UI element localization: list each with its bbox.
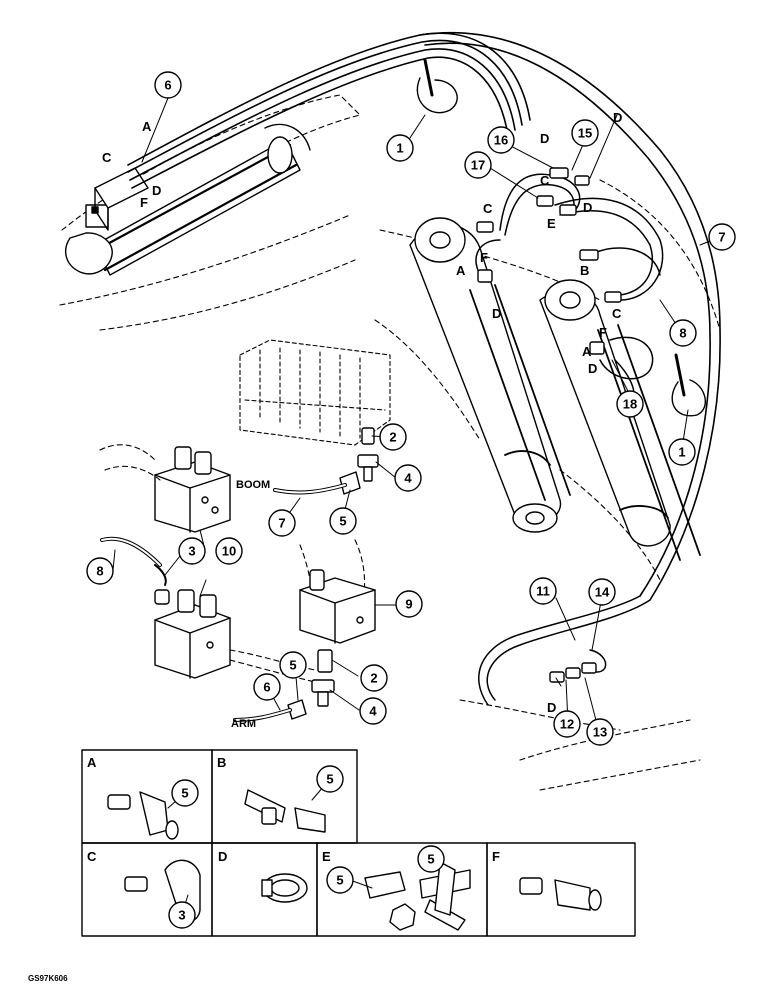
port-letter-a-cluster-1: A	[456, 263, 466, 278]
detail-a-fittings	[107, 791, 179, 840]
boom-cylinders	[409, 217, 701, 561]
detail-f-fittings	[519, 877, 602, 911]
callout-6-arm-cylinder: 6	[164, 78, 171, 93]
callout-17: 17	[471, 158, 485, 173]
leader-lines	[112, 97, 721, 915]
callout-5-detail-a: 5	[181, 786, 188, 801]
callout-3-detail-c: 3	[178, 908, 185, 923]
port-letter-d-arm: D	[152, 183, 161, 198]
panel-letter-c: C	[87, 849, 97, 864]
boom-tee-fittings	[339, 427, 379, 495]
hose-clamp-top	[416, 58, 458, 114]
arm-cylinder	[64, 123, 311, 276]
port-letter-c-cluster-2: C	[483, 201, 493, 216]
port-letter-c-cluster-3: C	[612, 306, 622, 321]
callout-18: 18	[623, 397, 637, 412]
port-letter-e-cluster: E	[547, 216, 556, 231]
callout-2-lower: 2	[370, 671, 377, 686]
cylinder-hoses	[475, 173, 664, 406]
port-letter-c-cluster-1: C	[540, 173, 550, 188]
panel-letter-e: E	[322, 849, 331, 864]
boom-hoses	[127, 31, 721, 601]
callout-5-lower: 5	[289, 658, 296, 673]
valve-9	[299, 569, 376, 644]
port-letter-a-cluster-2: A	[582, 344, 592, 359]
port-letter-d-lower: D	[547, 700, 556, 715]
port-letters: A C D F D D C D E C A F D B C F A D D	[102, 110, 622, 715]
callout-12: 12	[560, 717, 574, 732]
solenoid-valve-upper	[154, 446, 231, 533]
callout-numbers: 6 1 16 15 17 7 8 18 1 2 4 5 7 10 3 8 9 2…	[96, 78, 725, 923]
detail-b-fittings	[244, 789, 326, 833]
arm-tee-fittings	[287, 649, 335, 720]
port-letter-f-arm: F	[140, 195, 148, 210]
callout-2-upper: 2	[389, 430, 396, 445]
lower-fittings	[549, 662, 597, 683]
detail-panels-frame	[81, 749, 636, 937]
port-letter-d-cluster-5: D	[588, 361, 597, 376]
panel-letter-b: B	[217, 755, 226, 770]
port-letter-d-cluster-2: D	[613, 110, 622, 125]
panel-letter-d: D	[218, 849, 227, 864]
elbow-3	[154, 564, 167, 586]
callout-16: 16	[494, 133, 508, 148]
control-valve-bank	[239, 339, 391, 446]
solenoid-valve-lower	[154, 589, 231, 679]
callout-4-upper: 4	[404, 471, 412, 486]
callout-5-detail-e-right: 5	[427, 852, 434, 867]
callout-5-detail-b: 5	[326, 772, 333, 787]
callout-3-elbow: 3	[188, 544, 195, 559]
callout-1-right: 1	[678, 445, 685, 460]
panel-letter-a: A	[87, 755, 97, 770]
word-labels: BOOM ARM GS97K606	[28, 479, 270, 983]
hose-8-inner	[101, 537, 161, 566]
callout-circles	[86, 71, 736, 929]
port-letter-d-cluster-4: D	[492, 306, 501, 321]
port-letter-f-cluster-1: F	[480, 250, 488, 265]
port-letter-f-cluster-2: F	[599, 325, 607, 340]
callout-8-left: 8	[96, 564, 103, 579]
callout-6-arm: 6	[263, 680, 270, 695]
callout-7-right: 7	[718, 230, 725, 245]
callout-11: 11	[536, 584, 550, 599]
panel-letters: A B C D E F	[87, 755, 500, 864]
arm-hose-6-inner	[234, 709, 291, 721]
callout-7-boom: 7	[278, 516, 285, 531]
panel-letter-f: F	[492, 849, 500, 864]
callout-10: 10	[222, 544, 236, 559]
callout-9: 9	[405, 597, 412, 612]
callout-14: 14	[595, 585, 610, 600]
detail-d-clamp	[261, 873, 308, 903]
callout-4-lower: 4	[369, 704, 377, 719]
port-letter-b-cluster: B	[580, 263, 589, 278]
port-letter-d-cluster-3: D	[583, 200, 592, 215]
boom-label: BOOM	[236, 479, 270, 491]
callout-13: 13	[593, 725, 607, 740]
lower-hose-11	[478, 595, 651, 706]
boom-hose-7-inner	[274, 484, 346, 494]
callout-1-top: 1	[396, 141, 403, 156]
callout-5-upper: 5	[339, 514, 346, 529]
callout-15: 15	[578, 126, 592, 141]
callout-8-right: 8	[679, 326, 686, 341]
hose-clamp-right	[671, 353, 707, 417]
callout-5-detail-e-left: 5	[336, 873, 343, 888]
detail-e-fittings	[364, 861, 471, 931]
adapter-nut	[154, 589, 170, 605]
port-letter-c-arm: C	[102, 150, 112, 165]
cluster-fittings	[476, 167, 622, 355]
arm-label: ARM	[231, 718, 256, 730]
port-letter-a-arm: A	[142, 119, 152, 134]
port-letter-d-cluster-1: D	[540, 131, 549, 146]
document-id: GS97K606	[28, 974, 68, 983]
